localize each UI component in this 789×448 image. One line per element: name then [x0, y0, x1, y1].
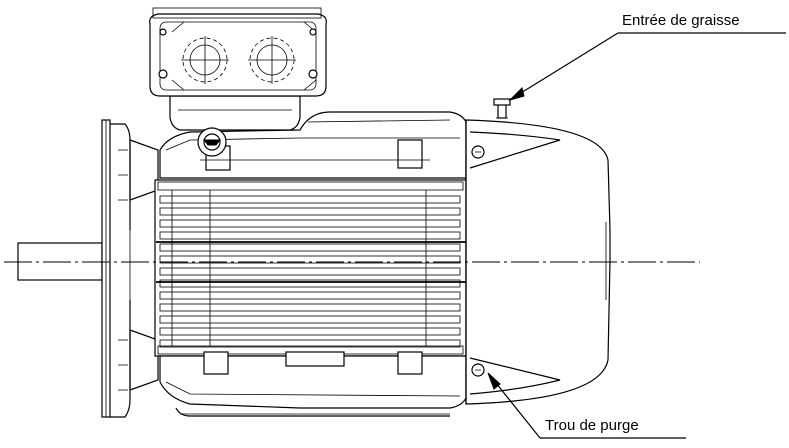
cooling-fin	[159, 327, 461, 336]
cooling-fin	[159, 243, 461, 252]
grease-inlet-callout: Entrée de graisse	[508, 12, 786, 102]
frame-upper-housing	[159, 111, 467, 179]
cooling-fin	[159, 219, 461, 228]
cooling-fins	[154, 179, 467, 357]
cooling-fin	[159, 339, 461, 348]
cooling-fin	[159, 195, 461, 204]
mounting-flange	[101, 119, 159, 418]
cooling-fin	[159, 315, 461, 324]
grease-nipple	[493, 98, 511, 119]
frame-lower-housing	[159, 351, 467, 417]
grease-inlet-label: Entrée de graisse	[622, 12, 740, 29]
cooling-fin	[159, 231, 461, 240]
cooling-fin	[159, 291, 461, 300]
drain-hole-callout: Trou de purge	[487, 372, 686, 439]
motor-shaft	[17, 242, 103, 281]
drain-hole-label: Trou de purge	[545, 417, 639, 434]
terminal-box	[149, 7, 327, 131]
cooling-fin	[159, 255, 461, 264]
cooling-fin	[159, 279, 461, 288]
cooling-fin	[159, 267, 461, 276]
cooling-fin	[159, 303, 461, 312]
cooling-fin	[159, 207, 461, 216]
